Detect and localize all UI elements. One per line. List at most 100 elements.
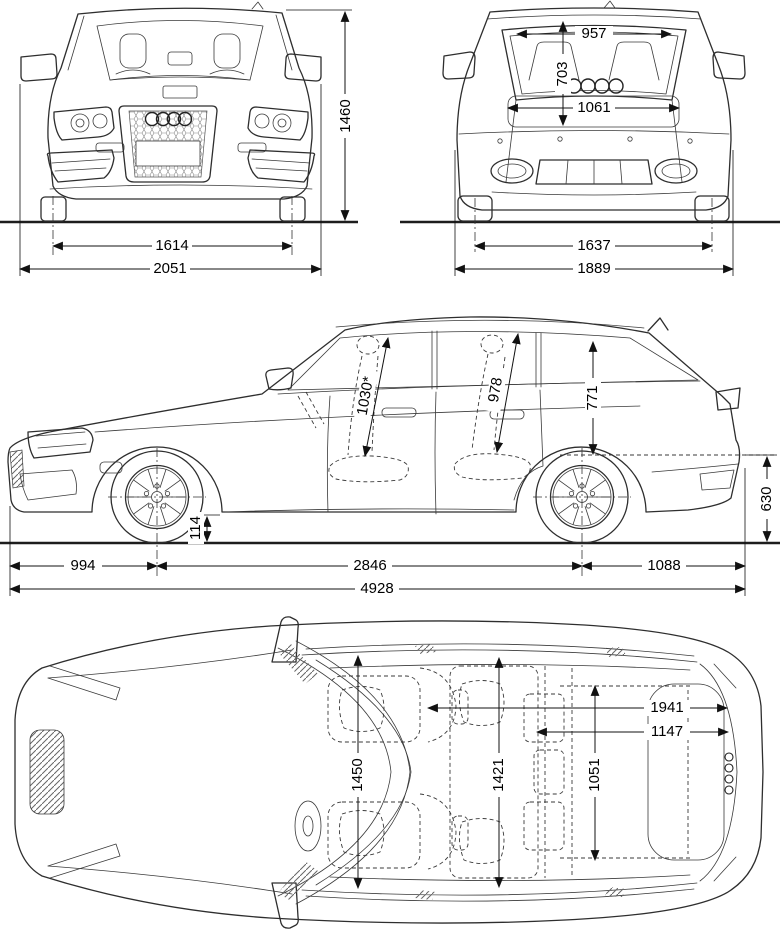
dash-console [162, 85, 198, 99]
dim-label-rear-overhang: 1088 [647, 557, 680, 574]
dim-label-bg [759, 479, 775, 519]
dim-label-bg [555, 54, 571, 94]
dim-load-length-folded: 1941 [426, 699, 729, 716]
front-intake-side [19, 469, 77, 501]
windshield-outer [295, 640, 411, 905]
rear-view-car [400, 0, 780, 252]
bumper-lip [49, 184, 313, 190]
dim-front-track: 1614 [51, 237, 294, 254]
dim-label-rear-headroom: 978 [485, 376, 506, 404]
dim-rear-window-width: 957 [515, 25, 673, 42]
dim-label-rear-track: 1637 [577, 237, 610, 254]
dim-label-bg [150, 261, 190, 277]
dim-label-load-length: 1147 [651, 723, 683, 740]
intake-left [46, 149, 115, 183]
antenna-fin [647, 317, 669, 332]
character-line [94, 405, 641, 433]
rocker-line [224, 508, 515, 513]
seatback-fold-lines [544, 666, 573, 878]
rear-seat-contour [459, 680, 505, 726]
rear-seat-cushion [453, 453, 531, 481]
dim-load-width: 1051 [586, 684, 603, 862]
intake-right [247, 149, 316, 183]
dim-front-shoulder-width: 1450 [349, 654, 366, 890]
windshield-inner [277, 647, 392, 897]
grille-top [29, 729, 65, 815]
headrest-left [528, 41, 580, 81]
center-seat [533, 749, 565, 795]
dim-label-bg [152, 238, 192, 254]
windshield [96, 20, 264, 81]
diffuser [535, 159, 653, 185]
seat-contour [339, 810, 385, 856]
headlight-side [27, 427, 94, 459]
dim-label-bg [64, 558, 102, 574]
dim-label-bg [350, 753, 366, 797]
dim-label-load-length-folded: 1941 [650, 699, 683, 716]
headlights-top [47, 665, 121, 879]
dim-rear-track: 1637 [473, 237, 714, 254]
dim-label-load-width: 1051 [586, 758, 603, 791]
headlight-lens [92, 113, 108, 129]
headlight-lens [277, 118, 287, 128]
mirror-top-left [271, 616, 299, 663]
dim-label-rear-shoulder-width: 1421 [490, 758, 507, 791]
front-left-tire [40, 196, 67, 222]
antenna-fin [251, 1, 264, 10]
washer-cover-left [95, 142, 125, 153]
rear-bumper-crease [651, 463, 739, 473]
dim-rear-shoulder-width: 1421 [490, 656, 507, 889]
audi-rings-front [144, 111, 193, 127]
isofix-seat [523, 801, 565, 851]
taillight-side [715, 387, 741, 411]
front-headrest [356, 335, 380, 355]
dim-front-headroom: 1030* [353, 336, 391, 458]
front-right-tire [279, 196, 306, 222]
a-pillar-hatch [278, 861, 318, 901]
cowl-line [109, 76, 251, 81]
headlight-right [247, 106, 309, 141]
dim-label-bg [188, 512, 204, 544]
side-mirror-right [712, 51, 746, 80]
rear-seat-contour [459, 818, 505, 864]
intake-slats [51, 158, 111, 172]
front-view-car [0, 1, 358, 255]
bumper-bottom [491, 191, 697, 196]
front-view: 1460 1614 2051 [0, 1, 358, 277]
parking-sensors [497, 136, 693, 144]
dim-label-bg [491, 753, 507, 797]
dim-label-bg [484, 366, 508, 414]
steering-column [297, 391, 325, 429]
dim-label-rear-window-width: 957 [581, 25, 606, 42]
roof-rail-right [301, 882, 698, 902]
headlight-lens [70, 113, 90, 133]
license-plate-front [135, 140, 201, 167]
passenger-seatback [419, 667, 457, 743]
side-mirror [265, 367, 294, 391]
taillights-top [713, 663, 737, 882]
a-pillars [67, 14, 293, 71]
driver-seat [327, 801, 421, 869]
dim-label-bg [642, 558, 686, 574]
dim-label-bg [575, 26, 613, 42]
rear-window-outer [699, 663, 738, 882]
grille-frame [118, 105, 218, 183]
seat-contour [339, 686, 385, 732]
dim-label-bg [573, 261, 615, 277]
dim-rear-width: 1889 [453, 150, 735, 277]
dim-label-bg [348, 558, 392, 574]
side-view: 1030* 978 771 630 [0, 316, 780, 597]
a-pillar-hatch [278, 644, 318, 684]
dim-label-rear-width: 1889 [577, 260, 610, 277]
driver-seatback [419, 793, 457, 870]
headrest-left [119, 33, 147, 69]
rear-bench [449, 665, 539, 879]
steering-hub [302, 815, 314, 837]
dim-label-overall-height: 1460 [337, 99, 354, 132]
dim-label-bg [573, 238, 615, 254]
seat-tops [115, 69, 245, 75]
dim-length-chain: 994 2846 1088 4928 [8, 468, 747, 597]
headrest-right [608, 41, 660, 81]
belt-line [277, 380, 701, 395]
